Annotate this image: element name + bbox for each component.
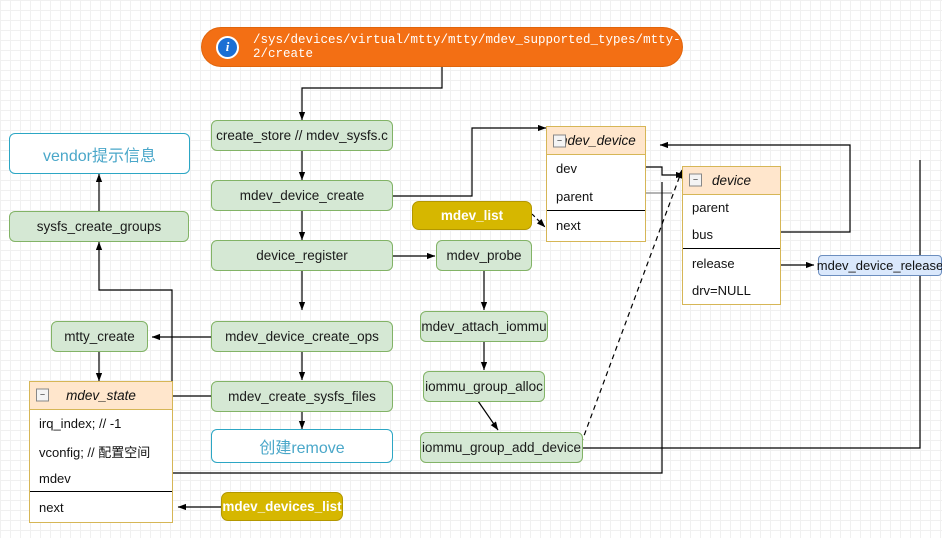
node-mdev-devices-list[interactable]: mdev_devices_list xyxy=(221,492,343,521)
node-mdev-probe[interactable]: mdev_probe xyxy=(436,240,532,271)
uml-device-method-drv: drv=NULL xyxy=(692,283,751,299)
node-device-register[interactable]: device_register xyxy=(211,240,393,271)
uml-mdev-device-method-next: next xyxy=(547,209,645,241)
sysfs-path-banner: i /sys/devices/virtual/mtty/mtty/mdev_su… xyxy=(201,27,683,67)
collapse-icon[interactable]: − xyxy=(553,134,566,148)
edge-device-bus-to-mdev-device xyxy=(659,141,851,233)
node-mdev-device-create-ops[interactable]: mdev_device_create_ops xyxy=(211,321,393,352)
uml-mdev-state-title: mdev_state xyxy=(66,387,136,403)
uml-device-header: − device xyxy=(683,167,780,195)
uml-mdev-device-title: mdev_device xyxy=(556,133,636,149)
node-mtty-create[interactable]: mtty_create xyxy=(51,321,148,352)
node-mdev-create-sysfs-files[interactable]: mdev_create_sysfs_files xyxy=(211,381,393,412)
edge-mdev-device-create-to-mdev-device xyxy=(392,124,547,197)
uml-mdev-device-attr-dev: dev xyxy=(556,161,577,177)
uml-mdev-state-header: − mdev_state xyxy=(30,382,172,410)
edge-mdev-state-mdev-to-device xyxy=(173,182,663,474)
edge-mdev-list-to-mdev-device-next xyxy=(531,213,546,228)
uml-device-attr-bus: bus xyxy=(692,227,713,243)
node-iommu-group-add-device[interactable]: iommu_group_add_device xyxy=(420,432,583,463)
uml-device-title: device xyxy=(711,172,752,188)
uml-mdev-state-attr-vconfig: vconfig; // 配置空间 xyxy=(39,444,151,460)
node-mdev-device-release[interactable]: mdev_device_release xyxy=(817,255,942,276)
node-mdev-attach-iommu[interactable]: mdev_attach_iommu xyxy=(420,311,548,342)
uml-mdev-device[interactable]: − mdev_device dev parent next xyxy=(546,126,646,242)
collapse-icon[interactable]: − xyxy=(689,173,702,187)
edge-sysfs-files-to-sysfs-create-groups xyxy=(95,241,212,397)
edge-group-alloc-to-group-add-device xyxy=(477,400,499,431)
uml-device-method-release: release xyxy=(683,247,780,278)
collapse-icon[interactable]: − xyxy=(36,388,49,402)
sysfs-path-text: /sys/devices/virtual/mtty/mtty/mdev_supp… xyxy=(253,33,681,61)
uml-mdev-state[interactable]: − mdev_state irq_index; // -1 vconfig; /… xyxy=(29,381,173,523)
edge-mdev-device-dev-to-device xyxy=(646,166,685,179)
edge-pill-to-create-store xyxy=(298,67,443,121)
uml-mdev-device-header: − mdev_device xyxy=(547,127,645,156)
note-vendor-tip[interactable]: vendor提示信息 xyxy=(9,133,190,174)
uml-mdev-state-method-next: next xyxy=(30,491,172,522)
node-iommu-group-alloc[interactable]: iommu_group_alloc xyxy=(423,371,545,402)
note-create-remove[interactable]: 创建remove xyxy=(211,429,393,463)
info-icon: i xyxy=(216,35,239,59)
node-create-store[interactable]: create_store // mdev_sysfs.c xyxy=(211,120,393,151)
uml-mdev-device-attr-parent: parent xyxy=(556,188,593,204)
node-mdev-device-create[interactable]: mdev_device_create xyxy=(211,180,393,211)
uml-mdev-state-attr-mdev: mdev xyxy=(39,470,71,486)
uml-device[interactable]: − device parent bus release drv=NULL xyxy=(682,166,781,305)
uml-mdev-state-attr-irq-index: irq_index; // -1 xyxy=(39,415,122,431)
node-sysfs-create-groups[interactable]: sysfs_create_groups xyxy=(9,211,189,242)
uml-device-attr-parent: parent xyxy=(692,200,729,216)
node-mdev-list[interactable]: mdev_list xyxy=(412,201,532,230)
